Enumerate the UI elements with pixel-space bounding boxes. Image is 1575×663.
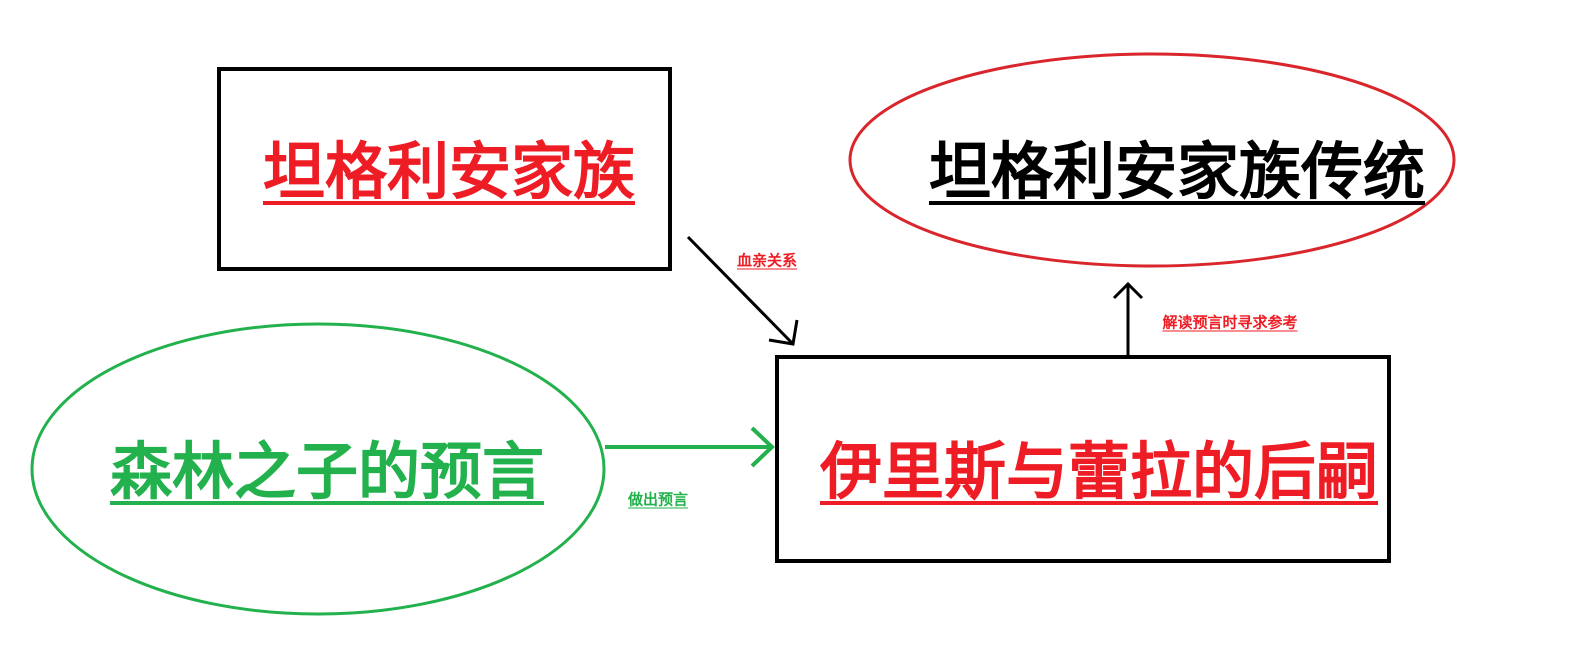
edge-line-blood bbox=[686, 235, 795, 346]
edge-arrowhead-prophecy bbox=[750, 426, 775, 468]
node-box-heir bbox=[775, 355, 1391, 563]
node-ellipse-tangrian-tradition bbox=[848, 52, 1456, 268]
node-label-heir: 伊里斯与蕾拉的后嗣 bbox=[819, 435, 1379, 508]
node-label-tangrian-family: 坦格利安家族 bbox=[262, 135, 636, 208]
edge-label-reference: 解读预言时寻求参考 bbox=[1162, 313, 1298, 332]
edge-arrowhead-blood bbox=[768, 319, 799, 346]
edge-label-blood: 血亲关系 bbox=[736, 251, 798, 270]
node-box-tangrian-family bbox=[217, 67, 672, 271]
node-ellipse-forest-prophecy bbox=[30, 322, 606, 616]
edge-label-prophecy: 做出预言 bbox=[627, 490, 689, 509]
node-label-forest-prophecy: 森林之子的预言 bbox=[109, 435, 545, 508]
node-label-tangrian-tradition: 坦格利安家族传统 bbox=[928, 135, 1426, 208]
edge-arrowhead-reference bbox=[1112, 281, 1144, 300]
